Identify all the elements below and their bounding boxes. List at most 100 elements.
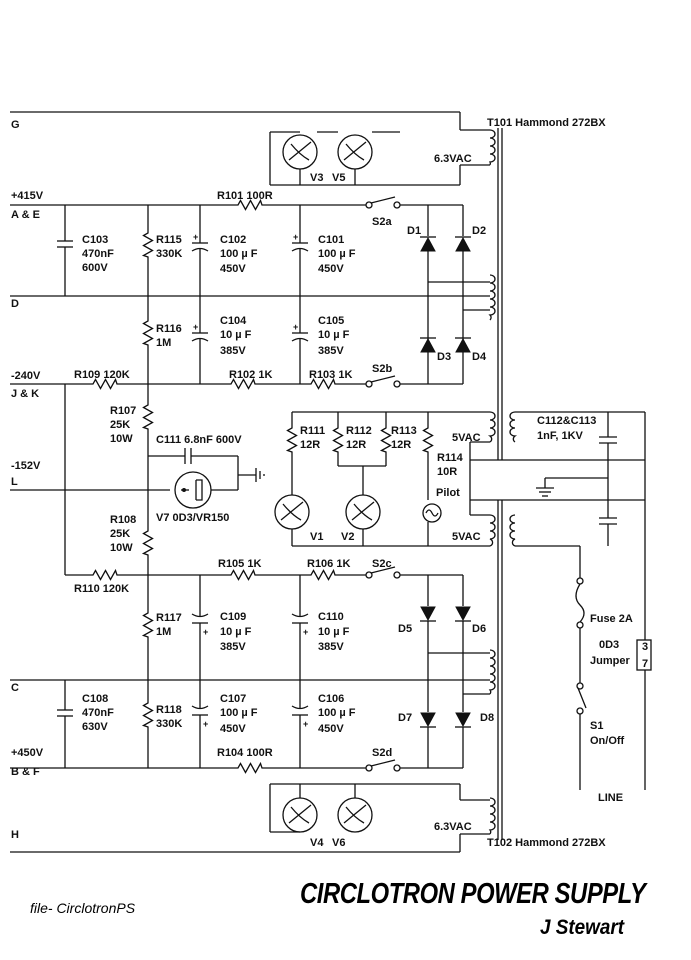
- v3-label: V3: [310, 172, 323, 184]
- r108-w: 10W: [110, 542, 133, 554]
- r115-name: R115: [156, 234, 182, 246]
- s2b-label: S2b: [372, 363, 392, 375]
- c111-label: C111 6.8nF 600V: [156, 434, 242, 446]
- c102-name: C102: [220, 234, 246, 246]
- r103-label: R103 1K: [309, 369, 352, 381]
- r116-name: R116: [156, 323, 182, 335]
- pilot-lamp: [422, 503, 442, 546]
- c101-name: C101: [318, 234, 344, 246]
- svg-text:+: +: [293, 232, 298, 242]
- tube-v3: [282, 134, 318, 170]
- capacitor-c102: +: [191, 205, 209, 296]
- svg-text:+: +: [193, 322, 198, 332]
- r118-name: R118: [156, 704, 182, 716]
- transformer-t101: [469, 128, 518, 460]
- resistor-r106: [307, 569, 339, 581]
- pin3-label: 3: [642, 641, 648, 653]
- tube-v4: [282, 797, 318, 833]
- c102-val: 100 µ F: [220, 248, 258, 260]
- c107-val: 100 µ F: [220, 707, 258, 719]
- tube-v7: [148, 471, 238, 509]
- node-240: -240V: [11, 370, 41, 382]
- tube-v6: [337, 797, 373, 833]
- s2c-label: S2c: [372, 558, 392, 570]
- c112-name: C112&C113: [537, 415, 596, 427]
- r117-name: R117: [156, 612, 182, 624]
- d6-label: D6: [472, 623, 486, 635]
- svg-text:+: +: [203, 719, 208, 729]
- resistor-r107: [142, 384, 154, 456]
- jumper-label: Jumper: [590, 655, 630, 667]
- node-ae: A & E: [11, 209, 40, 221]
- c105-name: C105: [318, 315, 344, 327]
- r107-name: R107: [110, 405, 136, 417]
- rail-h: [10, 783, 490, 853]
- r113-name: R113: [391, 425, 417, 437]
- resistor-r116: [142, 296, 154, 384]
- c101-val: 100 µ F: [318, 248, 356, 260]
- r110-label: R110 120K: [74, 583, 129, 595]
- filament-network: [286, 411, 490, 500]
- v5-label: V5: [332, 172, 345, 184]
- c110-val: 10 µ F: [318, 626, 350, 638]
- s1-state: On/Off: [590, 735, 625, 747]
- r114-name: R114: [437, 452, 464, 464]
- r101-label: R101 100R: [217, 190, 273, 202]
- node-450: +450V: [11, 747, 44, 759]
- r107-w: 10W: [110, 433, 133, 445]
- capacitor-c110: +: [291, 575, 309, 680]
- resistor-r105: [227, 569, 259, 581]
- svg-text:+: +: [303, 627, 308, 637]
- bridge-bottom: [420, 575, 490, 768]
- pin7-label: 7: [642, 658, 648, 670]
- r104-label: R104 100R: [217, 747, 273, 759]
- node-l: L: [11, 476, 18, 488]
- r113-val: 12R: [391, 439, 411, 451]
- resistor-r110: [89, 569, 121, 581]
- resistor-r108: [142, 456, 154, 575]
- c108-val: 470nF: [82, 707, 114, 719]
- c103-v: 600V: [82, 262, 108, 274]
- capacitor-c101: +: [291, 205, 309, 296]
- resistor-r104: [234, 762, 266, 774]
- c109-name: C109: [220, 611, 246, 623]
- capacitor-c111: [148, 448, 265, 490]
- heater-bottom-label: 6.3VAC: [434, 821, 472, 833]
- tube-v1: [274, 494, 310, 546]
- r108-name: R108: [110, 514, 136, 526]
- switch-s2a: [365, 196, 401, 209]
- c105-v: 385V: [318, 345, 344, 357]
- s2d-label: S2d: [372, 747, 392, 759]
- od3-label: 0D3: [599, 639, 619, 651]
- c107-v: 450V: [220, 723, 246, 735]
- line-circuit: [515, 411, 652, 790]
- v4-label: V4: [310, 837, 324, 849]
- resistor-r118: [142, 680, 154, 768]
- fivevac-top-label: 5VAC: [452, 432, 481, 444]
- diagram-title: CIRCLOTRON POWER SUPPLY: [300, 878, 646, 910]
- capacitor-c104: +: [191, 296, 209, 384]
- d1-label: D1: [407, 225, 421, 237]
- c106-val: 100 µ F: [318, 707, 356, 719]
- tube-v5: [337, 134, 373, 170]
- c104-val: 10 µ F: [220, 329, 252, 341]
- node-415: +415V: [11, 190, 44, 202]
- c107-name: C107: [220, 693, 246, 705]
- s2a-label: S2a: [372, 216, 392, 228]
- r116-val: 1M: [156, 337, 171, 349]
- d2-label: D2: [472, 225, 486, 237]
- r111-name: R111: [300, 425, 325, 437]
- author-name: J Stewart: [540, 916, 625, 939]
- resistor-r117: [142, 575, 154, 680]
- c108-v: 630V: [82, 721, 108, 733]
- rail-g: [10, 111, 490, 186]
- svg-text:+: +: [303, 719, 308, 729]
- switch-s2c: [365, 566, 401, 579]
- capacitor-c105: +: [291, 296, 309, 384]
- node-line: LINE: [598, 792, 623, 804]
- r105-label: R105 1K: [218, 558, 261, 570]
- r108-val: 25K: [110, 528, 130, 540]
- svg-text:+: +: [293, 322, 298, 332]
- r112-val: 12R: [346, 439, 366, 451]
